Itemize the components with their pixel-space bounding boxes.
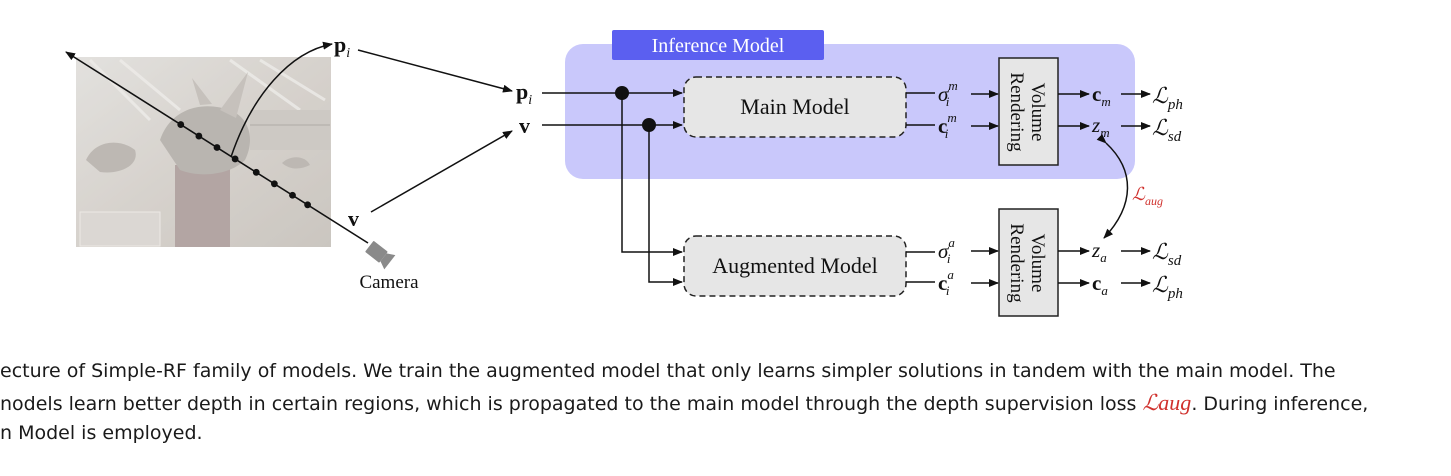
aug-out-z: za [1091,238,1107,265]
ray-sample-point [195,132,203,140]
line-v-to-aug [648,125,683,286]
main-model-label: Main Model [740,94,849,119]
camera-label: Camera [359,272,419,293]
caption-line-1: ecture of Simple-RF family of models. We… [0,360,1336,382]
caption-aug-loss: ℒaug [1142,390,1192,415]
ray-sample-point [231,155,239,163]
volume-rendering-aug-label: VolumeRendering [1006,223,1048,303]
figure-caption: ecture of Simple-RF family of models. We… [0,356,1451,449]
scene-photo [76,57,331,247]
camera-icon [365,241,396,270]
curve-to-p-label [230,41,333,158]
main-model-box [683,76,907,138]
ray-sample-point [289,191,296,199]
aug-loss-label: ℒaug [1132,184,1163,208]
ray-sample-point [177,121,185,128]
caption-line-2: nodels learn better depth in certain reg… [0,387,1451,418]
main-out-z: zm [1091,113,1110,140]
volume-rendering-main-label: VolumeRendering [1006,72,1048,152]
main-loss-sd: ℒsd [1152,115,1182,145]
aug-loss-sd: ℒsd [1152,239,1182,269]
caption-line-2-before: nodels learn better depth in certain reg… [0,393,1143,415]
ray-sample-point [213,144,221,151]
arrow-v-to-input [370,130,513,213]
left-p-label: pi [334,32,350,61]
main-out-c: cm [1092,82,1111,109]
caption-line-2-after: . During inference, [1191,393,1369,415]
ray-sample-points [177,121,311,209]
caption-line-3: n Model is employed. [0,422,203,444]
aug-loss-curve [1096,133,1129,239]
inference-model-title: Inference Model [652,35,785,57]
aug-model-box [683,235,907,297]
main-loss-ph: ℒph [1152,83,1183,113]
input-v-label: v [519,113,530,138]
inference-model-title-bg [612,30,824,60]
arrow-p-to-input [357,49,513,93]
ray-sample-point [252,168,260,176]
aug-out-c: ca [1092,271,1108,298]
volume-rendering-main-box [998,57,1059,166]
aug-model-label: Augmented Model [712,253,878,278]
input-p-label: pi [516,79,532,108]
ray-sample-point [304,201,311,209]
ray-sample-point [270,180,278,188]
line-p-to-aug [621,93,683,256]
aug-loss-ph: ℒph [1152,272,1183,302]
volume-rendering-aug-box [998,208,1059,317]
left-v-label: v [348,206,359,231]
